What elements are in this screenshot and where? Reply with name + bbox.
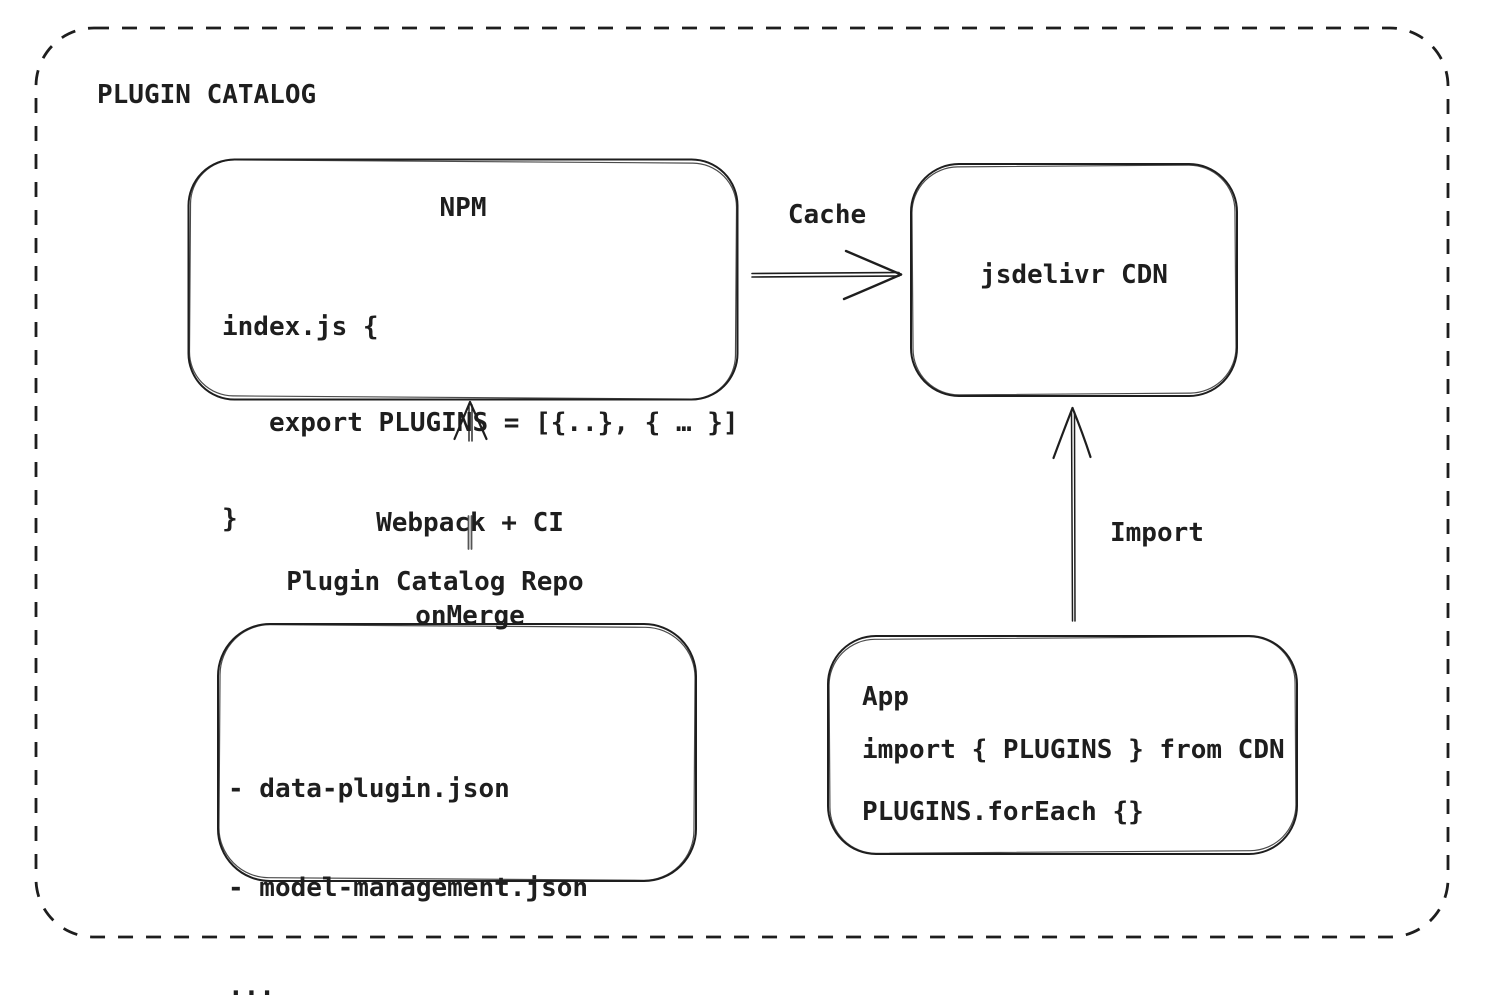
app-node-title: App — [862, 682, 909, 712]
repo-file-item: - data-plugin.json — [228, 774, 510, 804]
app-code-line: PLUGINS.forEach {} — [862, 797, 1144, 827]
import-arrow — [1052, 406, 1092, 622]
cdn-node-shape — [910, 163, 1238, 397]
build-arrow-label-line2: onMerge — [415, 601, 525, 631]
cache-arrow — [751, 249, 903, 301]
repo-node-shape — [217, 623, 697, 882]
app-code-line: import { PLUGINS } from CDN — [862, 735, 1285, 765]
repo-node-title: Plugin Catalog Repo — [286, 567, 584, 597]
cache-arrow-label: Cache — [787, 200, 867, 230]
diagram-title: PLUGIN CATALOG — [97, 80, 317, 110]
build-arrow-label: Webpack + CI onMerge — [340, 446, 600, 694]
build-arrow — [453, 400, 488, 550]
app-node-shape — [827, 635, 1298, 855]
import-arrow-label: Import — [1110, 518, 1204, 548]
cdn-node-label: jsdelivr CDN — [980, 260, 1168, 290]
plugin-catalog-frame — [34, 26, 1450, 939]
npm-code-line: export PLUGINS = [{..}, { … }] — [222, 408, 739, 438]
repo-file-item: ... — [228, 972, 275, 1002]
repo-file-item: - model-management.json — [228, 873, 589, 903]
npm-node-shape — [187, 158, 739, 401]
repo-file-list: - data-plugin.json - model-management.js… — [228, 707, 588, 1002]
npm-node-title: NPM — [439, 193, 487, 223]
npm-code-line: index.js { — [222, 312, 379, 342]
npm-code-block: index.js { export PLUGINS = [{..}, { … }… — [222, 247, 739, 599]
build-arrow-label-line1: Webpack + CI — [376, 508, 564, 538]
npm-code-line: } — [222, 504, 238, 534]
